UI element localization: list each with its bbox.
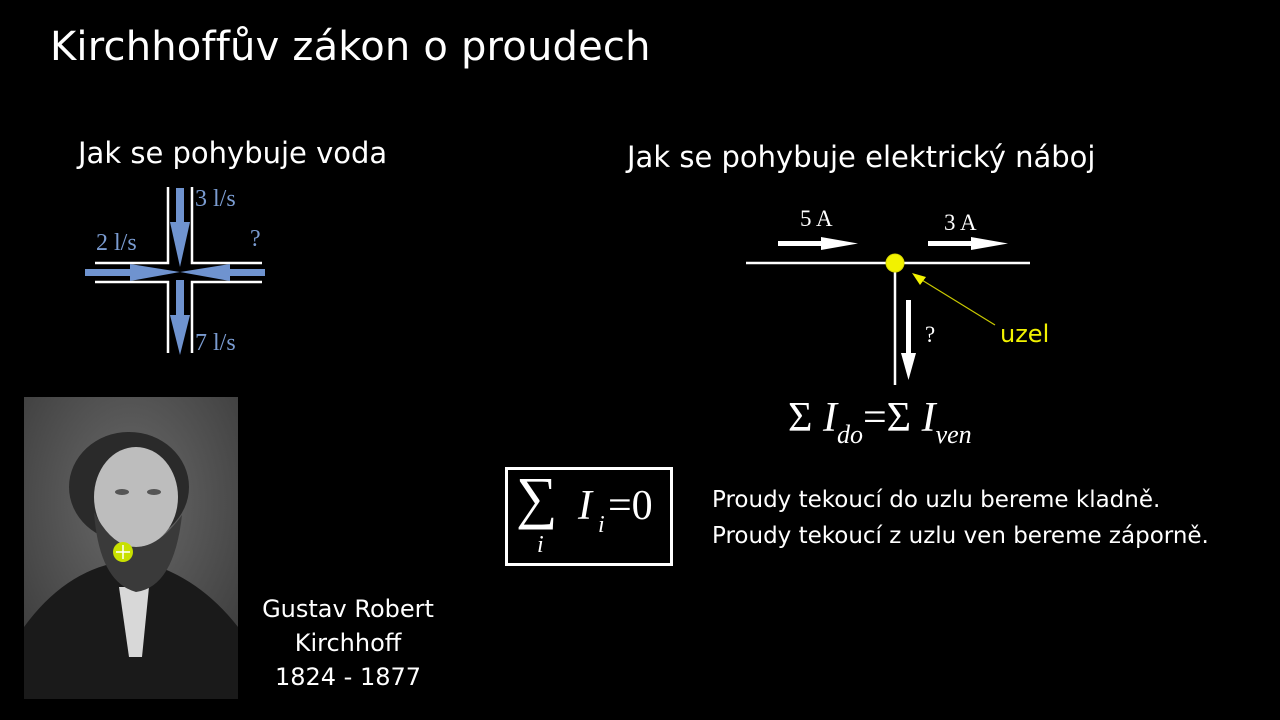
- note-line-negative: Proudy tekoucí z uzlu ven bereme záporně…: [712, 523, 1209, 549]
- pipe-cross-icon: [85, 187, 265, 355]
- sum-symbol: ∑: [516, 465, 558, 530]
- water-right-flow-label: ?: [250, 226, 261, 252]
- water-top-flow-label: 3 l/s: [195, 186, 236, 212]
- kcl-in-out-equation: Σ Ido=Σ Iven: [788, 395, 972, 449]
- circuit-node-diagram: [740, 195, 1060, 390]
- portrait-caption: Gustav Robert Kirchhoff 1824 - 1877: [245, 592, 451, 694]
- water-junction-diagram: [85, 185, 275, 360]
- sigma-symbol: Σ: [788, 395, 813, 441]
- arrow-right-icon: [971, 237, 1008, 250]
- sum-index: i: [537, 532, 544, 558]
- arrow-right-icon: [821, 237, 858, 250]
- kcl-sum-zero-box: ∑ i I i =0: [505, 465, 673, 566]
- charge-heading: Jak se pohybuje elektrický náboj: [627, 140, 1096, 174]
- water-heading: Jak se pohybuje voda: [78, 136, 388, 170]
- water-bottom-flow-label: 7 l/s: [195, 330, 236, 356]
- current-unknown-label: ?: [925, 322, 936, 347]
- kirchhoff-portrait: [24, 397, 238, 699]
- node-dot-icon: [885, 253, 905, 273]
- note-line-positive: Proudy tekoucí do uzlu bereme kladně.: [712, 487, 1161, 513]
- sign-convention-note: Proudy tekoucí do uzlu bereme kladně. Pr…: [712, 482, 1209, 554]
- node-label: uzel: [1000, 320, 1050, 348]
- current-symbol: I: [578, 483, 592, 529]
- caption-name-first: Gustav Robert: [262, 595, 434, 623]
- move-cursor-icon: [113, 542, 133, 562]
- caption-name-last: Kirchhoff: [294, 629, 402, 657]
- water-left-flow-label: 2 l/s: [96, 230, 137, 256]
- caption-years: 1824 - 1877: [274, 663, 422, 691]
- current-in-label: 5 A: [800, 206, 833, 231]
- arrow-down-icon: [901, 353, 916, 380]
- current-out-label: 3 A: [944, 210, 977, 235]
- slide-title: Kirchhoffův zákon o proudech: [50, 24, 651, 70]
- equals-zero: =0: [608, 483, 653, 529]
- current-subscript: i: [598, 512, 605, 538]
